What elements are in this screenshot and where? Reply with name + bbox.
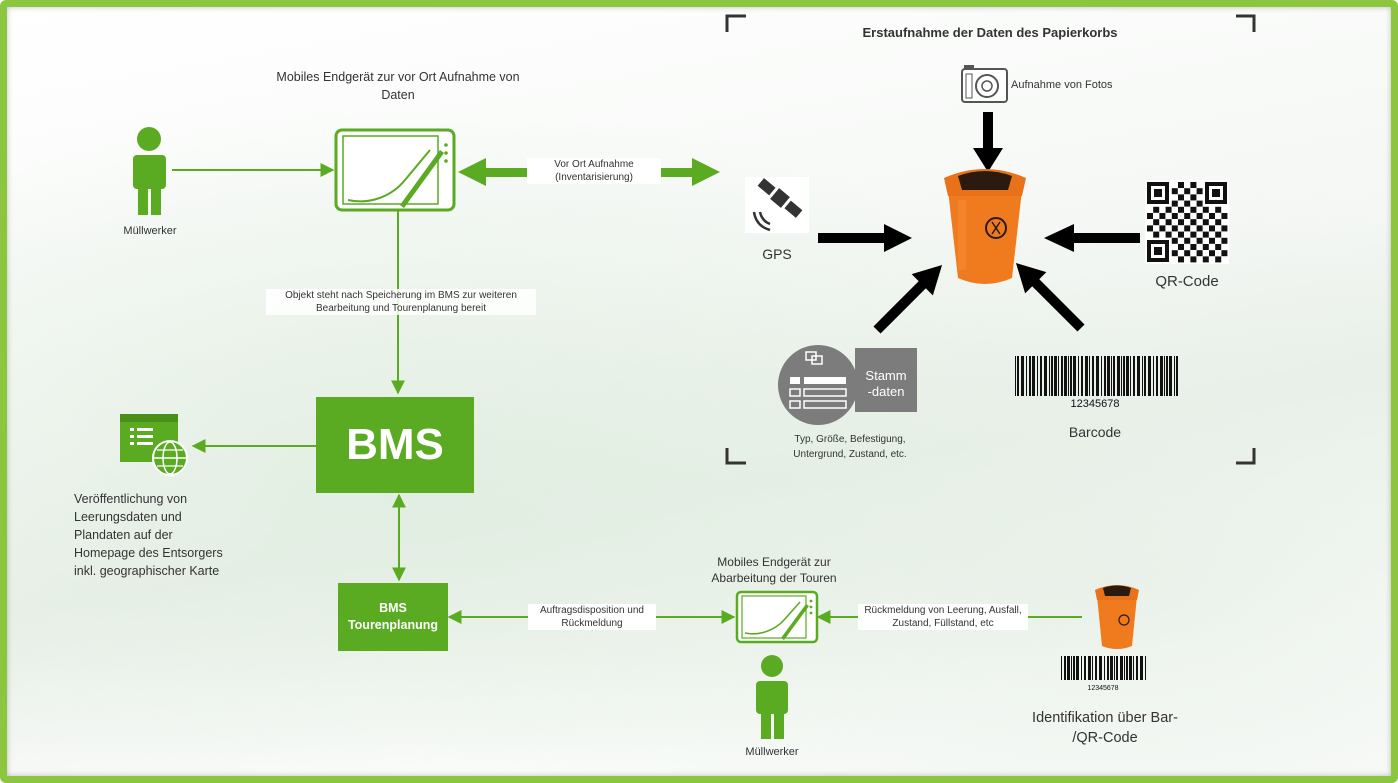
bms-title: BMS [346,420,444,469]
bms-box: BMS [316,397,474,493]
capture-title: Erstaufnahme der Daten des Papierkorbs [862,25,1118,40]
dispo-label: Auftragsdisposition und Rückmeldung [528,604,656,630]
identification-label: Identifikation über Bar- /QR-Code [1032,710,1178,746]
trash-bin-icon-large [944,169,1026,284]
bms-tourenplanung-box: BMS Tourenplanung [338,583,448,651]
bms-tourenplanung-label: BMS Tourenplanung [347,601,439,632]
worker-label-top: Müllwerker [123,225,177,237]
worker-label-bottom: Müllwerker [745,746,799,758]
stammdaten-line2: -daten [867,384,905,399]
gps-label: GPS [762,246,792,262]
trash-bin-icon-small [1095,585,1139,649]
feedback-label: Rückmeldung von Leerung, Ausfall, Zustan… [858,604,1028,630]
barcode-number-small: 12345678 [1087,685,1118,692]
top-device-caption: Mobiles Endgerät zur vor Ort Aufnahme vo… [276,70,520,102]
capture-region-brackets [725,14,1256,465]
qr-code-icon [1145,180,1229,264]
worker-icon-bottom [756,655,788,739]
worker-icon-top [133,127,166,215]
qr-code-label: QR-Code [1155,273,1219,290]
barcode-icon-small [1061,656,1146,680]
bottom-device-caption: Mobiles Endgerät zur Abarbeitung der Tou… [711,555,837,585]
web-publication-text: Veröffentlichung von Leerungsdaten und P… [74,492,223,578]
stammdaten-description: Typ, Größe, Befestigung, Untergrund, Zus… [793,434,907,460]
satellite-icon [745,177,809,233]
stammdaten-icon [778,345,917,425]
stammdaten-line1: Stamm [865,368,907,383]
barcode-label: Barcode [1068,424,1122,440]
photos-label: Aufnahme von Fotos [1011,79,1113,91]
barcode-number-large: 12345678 [1071,398,1120,410]
camera-icon [961,65,1008,103]
down-label-bms: Objekt steht nach Speicherung im BMS zur… [266,289,536,315]
link-label-capture: Vor Ort Aufnahme (Inventarisierung) [527,158,661,184]
capture-arrows [818,112,1140,334]
tablet-icon-top [334,128,456,212]
tablet-icon-bottom [735,590,819,644]
barcode-icon-large [1015,356,1178,396]
web-page-icon [120,414,188,476]
